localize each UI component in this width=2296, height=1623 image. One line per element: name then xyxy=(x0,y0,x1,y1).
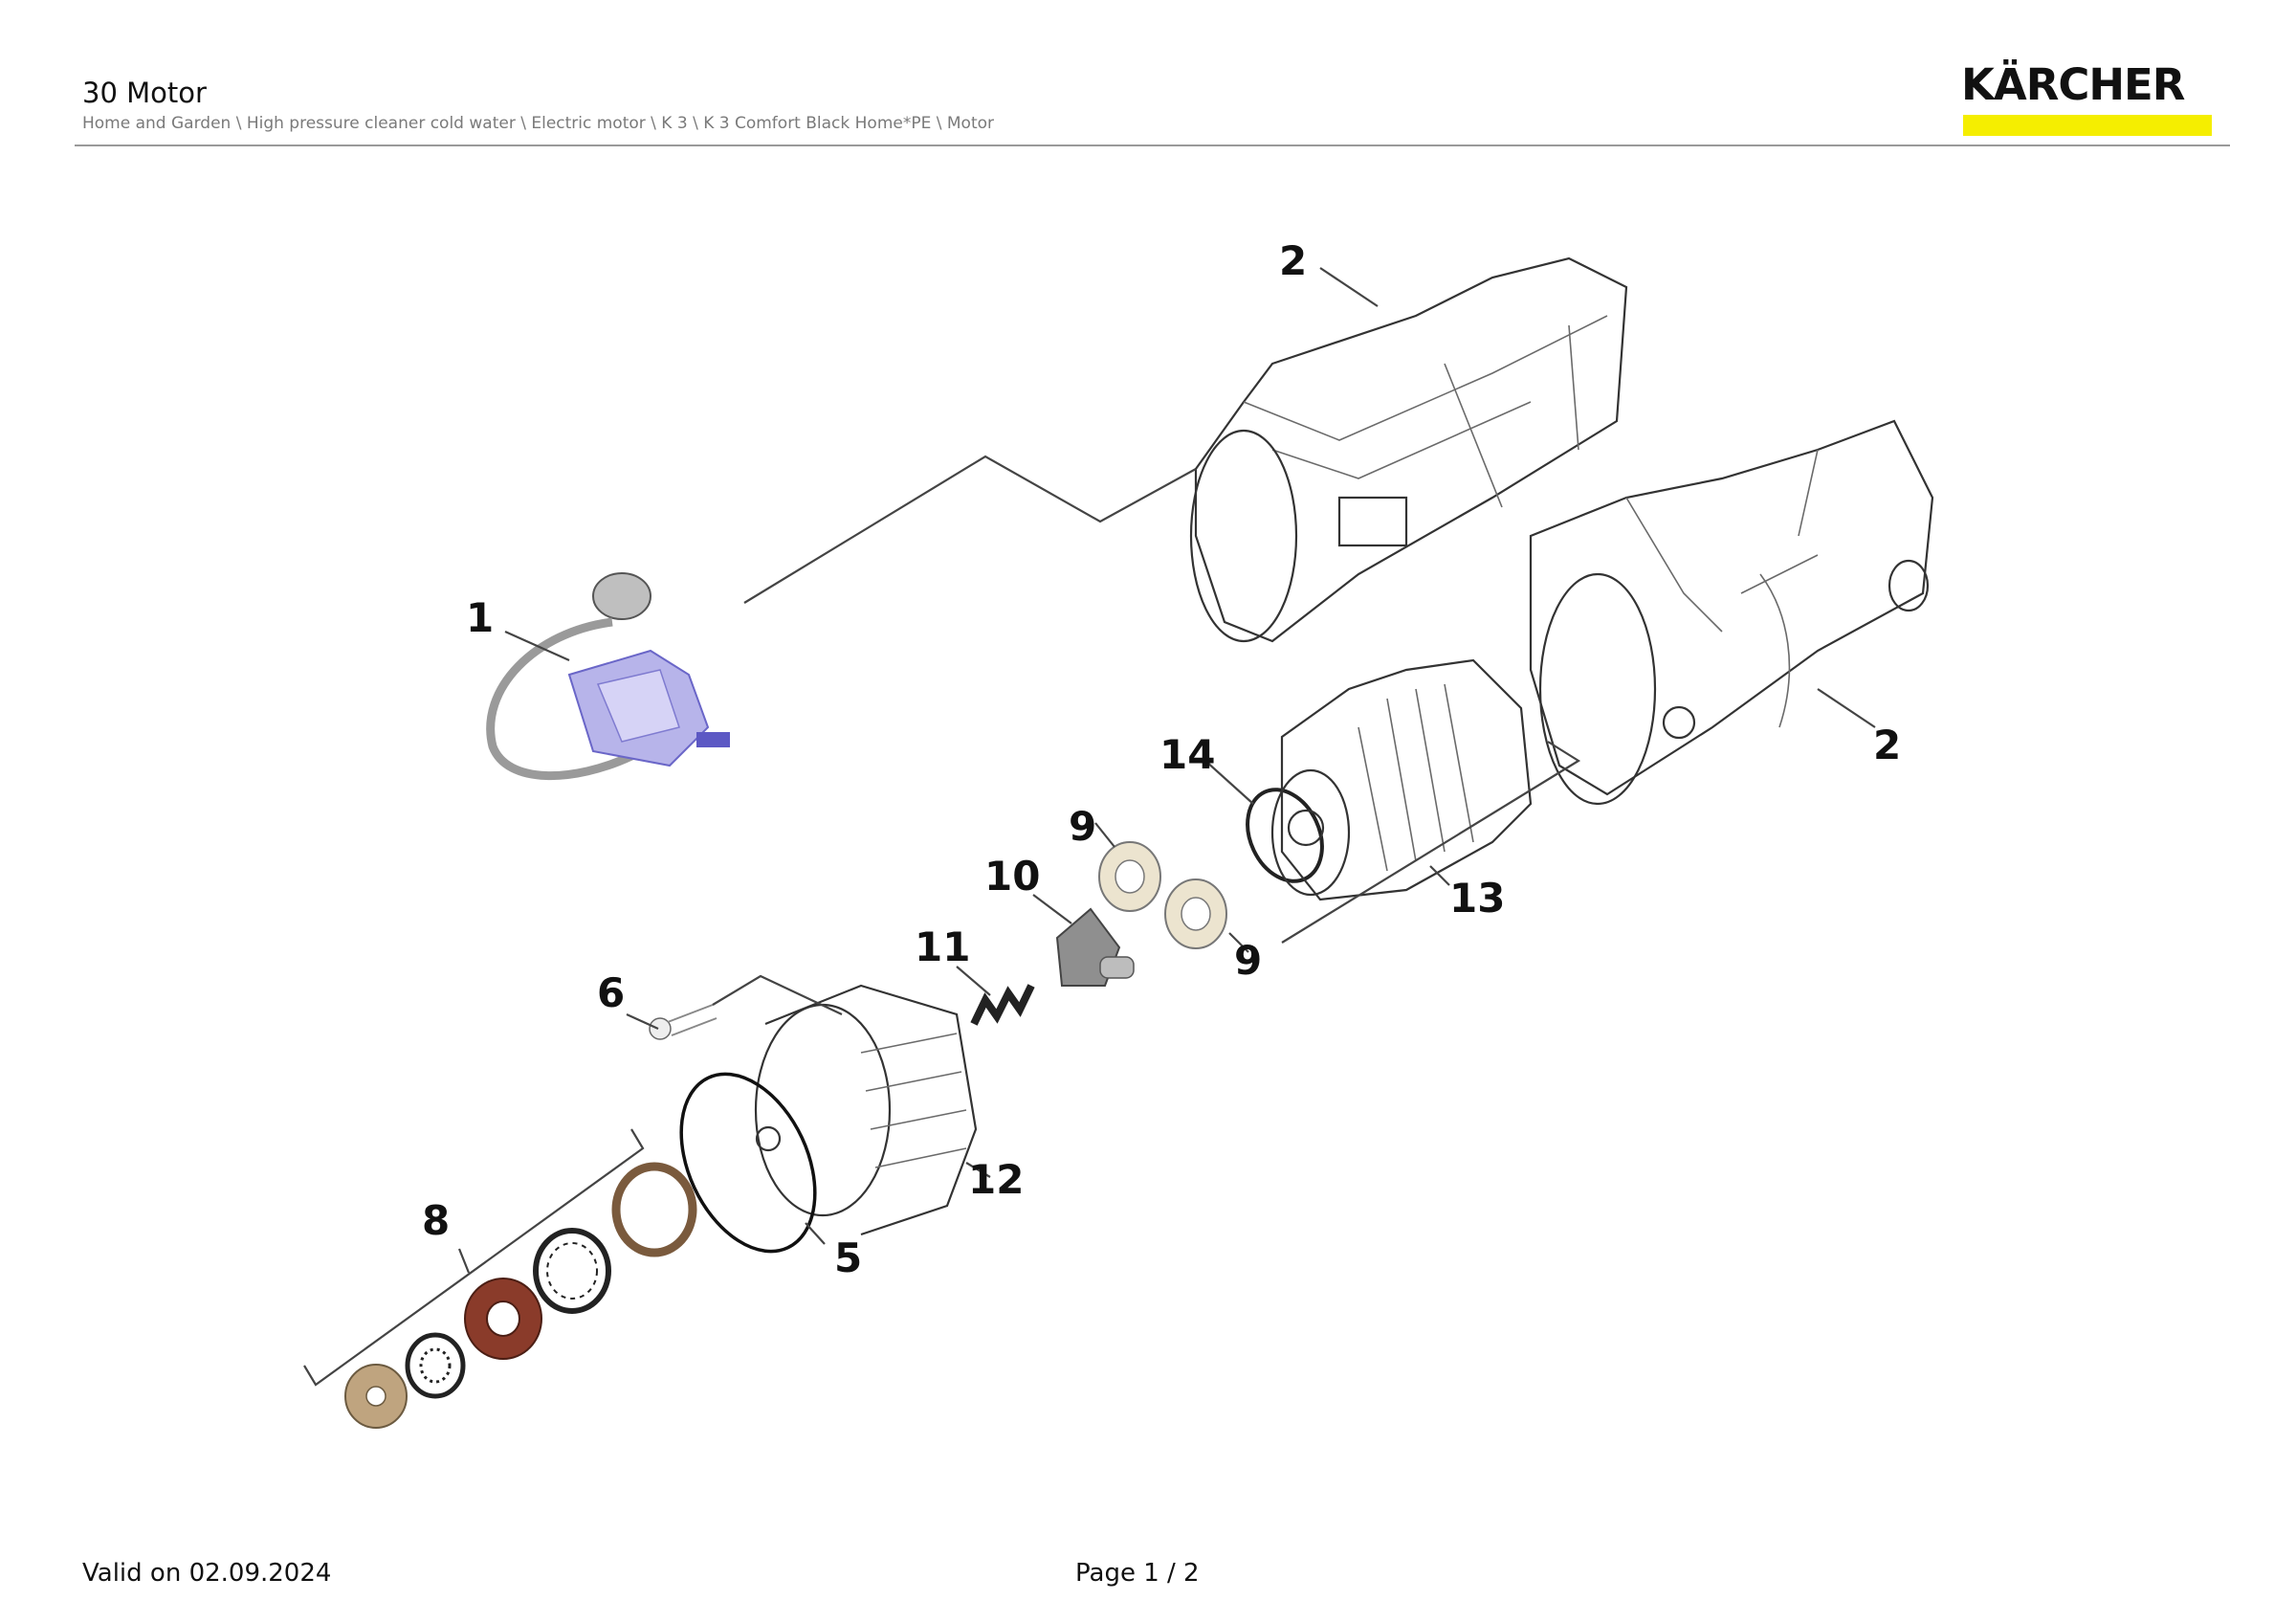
breadcrumb: Home and Garden \ High pressure cleaner … xyxy=(82,114,995,133)
callout-6: 6 xyxy=(597,969,625,1016)
part-2-housing-upper xyxy=(1189,256,1628,643)
callout-12: 12 xyxy=(968,1156,1024,1203)
leader-lines xyxy=(457,267,1876,1274)
page-title: 30 Motor xyxy=(82,77,207,109)
part-6-screw xyxy=(649,1004,718,1040)
callout-9-upper: 9 xyxy=(1069,803,1096,850)
part-9-gear-upper xyxy=(1098,841,1161,912)
callout-9-lower: 9 xyxy=(1234,937,1262,984)
part-14-o-ring xyxy=(1246,788,1324,883)
part-13-motor xyxy=(1270,658,1533,901)
part-2-housing-lower xyxy=(1529,419,1934,806)
callout-11: 11 xyxy=(915,923,970,970)
valid-date: Valid on 02.09.2024 xyxy=(82,1559,332,1588)
callout-2-upper: 2 xyxy=(1279,237,1307,284)
callout-10: 10 xyxy=(984,853,1040,900)
logo-wordmark: KÄRCHER xyxy=(1961,59,2185,110)
callout-13: 13 xyxy=(1449,875,1505,922)
karcher-logo: KÄRCHER xyxy=(1961,63,2212,138)
callout-14: 14 xyxy=(1159,731,1215,778)
part-5-o-ring xyxy=(679,1072,817,1254)
part-9-gear-lower xyxy=(1164,878,1227,949)
part-8-bearing-kit xyxy=(303,1128,697,1429)
header-divider xyxy=(75,145,2230,146)
callout-8: 8 xyxy=(422,1197,450,1244)
logo-yellow-bar xyxy=(1963,115,2212,136)
page-number: Page 1 / 2 xyxy=(1075,1559,1200,1588)
callout-2-lower: 2 xyxy=(1873,722,1901,768)
part-11-spring xyxy=(970,984,1035,1026)
callout-5: 5 xyxy=(834,1234,862,1281)
part-1-switch-cable xyxy=(486,572,730,780)
part-10-eccentric-cam xyxy=(1055,907,1135,987)
part-12-pump-housing xyxy=(754,984,978,1236)
callout-1: 1 xyxy=(466,594,494,641)
